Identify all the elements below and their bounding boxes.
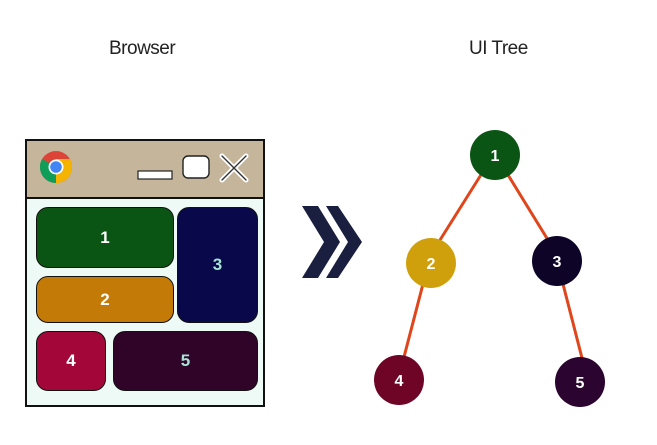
browser-region-3: 3 bbox=[177, 207, 258, 323]
browser-region-4: 4 bbox=[36, 331, 106, 391]
browser-title-bar bbox=[27, 141, 263, 199]
tree-node-3: 3 bbox=[532, 236, 582, 286]
tree-node-4-label: 4 bbox=[395, 373, 404, 390]
tree-node-4: 4 bbox=[374, 355, 424, 405]
browser-region-5-label: 5 bbox=[180, 351, 191, 370]
chrome-logo-icon bbox=[39, 151, 73, 184]
tree-node-3-label: 3 bbox=[553, 254, 562, 271]
edge-2-4 bbox=[402, 283, 425, 358]
browser-region-4-label: 4 bbox=[66, 351, 76, 370]
tree-node-5-label: 5 bbox=[576, 375, 585, 392]
browser-label: Browser bbox=[109, 38, 176, 59]
browser-region-1-label: 1 bbox=[100, 227, 110, 247]
ui-tree-label: UI Tree bbox=[469, 38, 528, 59]
browser-region-5: 5 bbox=[113, 331, 258, 391]
tree-edges bbox=[402, 169, 584, 359]
edge-3-5 bbox=[561, 283, 584, 359]
tree-node-2-label: 2 bbox=[427, 256, 436, 273]
browser-window: 1 2 3 4 5 bbox=[25, 139, 265, 407]
browser-region-3-label: 3 bbox=[212, 255, 223, 274]
browser-region-2-label: 2 bbox=[100, 289, 110, 309]
tree-node-2: 2 bbox=[406, 238, 456, 288]
close-icon[interactable] bbox=[219, 153, 249, 183]
browser-region-2: 2 bbox=[36, 276, 174, 323]
tree-node-5: 5 bbox=[555, 357, 605, 407]
double-chevron-right-icon bbox=[302, 206, 362, 278]
minimize-icon[interactable] bbox=[137, 159, 173, 181]
browser-region-1: 1 bbox=[36, 207, 174, 268]
tree-node-1-label: 1 bbox=[491, 148, 500, 165]
edge-1-3 bbox=[503, 169, 550, 241]
tree-node-1: 1 bbox=[470, 130, 520, 180]
edge-1-2 bbox=[438, 169, 486, 241]
maximize-icon[interactable] bbox=[181, 154, 211, 180]
